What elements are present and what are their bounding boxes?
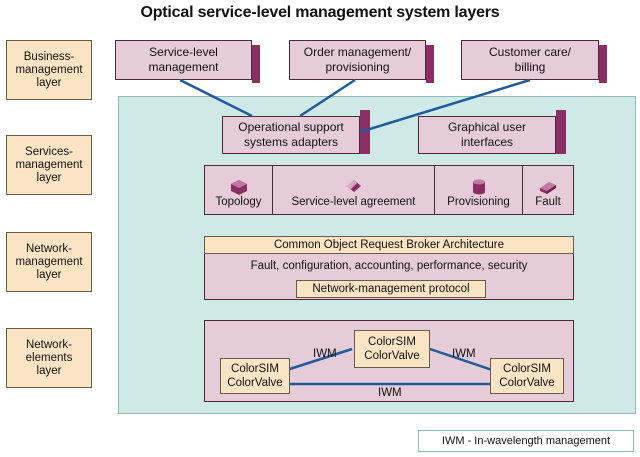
layer-label-services: Services- management layer — [6, 135, 92, 195]
module-sla: Service-level agreement — [273, 166, 435, 214]
customer-care-box: Customer care/ billing — [461, 40, 599, 80]
box-shadow — [252, 45, 260, 83]
gui-box: Graphical user interfaces — [418, 116, 556, 154]
legend-text: IWM - In-wavelength management — [441, 435, 611, 447]
link-order-oss — [299, 78, 356, 118]
colorsim-node-left: ColorSIM ColorValve — [220, 358, 290, 394]
layer-label-elements: Network- elements layer — [6, 328, 92, 388]
diagram-title: Optical service-level management system … — [140, 4, 500, 21]
box-shadow — [599, 45, 607, 83]
corba-bar: Common Object Request Broker Architectur… — [204, 236, 574, 254]
order-management-box: Order management/ provisioning — [289, 40, 426, 80]
module-label: Service-level agreement — [291, 196, 416, 208]
module-label: Topology — [215, 196, 262, 208]
layer-label-network: Network- management layer — [6, 232, 92, 292]
slab-icon — [540, 182, 556, 194]
module-label: Fault — [535, 196, 561, 208]
cube-icon — [230, 180, 247, 195]
fcaps-text: Fault, configuration, accounting, perfor… — [250, 260, 528, 272]
diamond-icon — [346, 180, 361, 192]
service-level-management-box: Service-level management — [115, 40, 252, 80]
link-care-oss — [359, 78, 531, 134]
legend-box: IWM - In-wavelength management — [418, 430, 634, 452]
iwm-label-bottom: IWM — [378, 387, 402, 399]
box-shadow — [426, 45, 434, 83]
iwm-label-left: IWM — [313, 348, 337, 360]
module-topology: Topology — [205, 166, 273, 214]
module-label: Provisioning — [447, 196, 510, 208]
layer-label-business: Business- management layer — [6, 40, 92, 100]
iwm-label-right: IWM — [452, 348, 476, 360]
box-shadow — [556, 110, 566, 154]
colorsim-node-top: ColorSIM ColorValve — [354, 330, 430, 368]
module-fault: Fault — [523, 166, 573, 214]
services-modules-row: Topology Service-level agreement Provisi… — [204, 165, 574, 215]
oss-adapters-box: Operational support systems adapters — [222, 116, 360, 154]
colorsim-node-right: ColorSIM ColorValve — [490, 358, 564, 394]
protocol-bar: Network-management protocol — [296, 280, 486, 298]
module-provisioning: Provisioning — [435, 166, 523, 214]
box-shadow — [360, 110, 370, 154]
link-slm-oss — [179, 78, 253, 118]
cylinder-icon — [472, 179, 485, 195]
